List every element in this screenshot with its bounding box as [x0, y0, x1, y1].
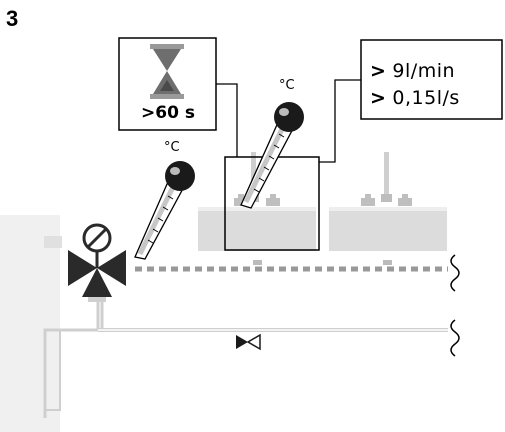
break-mark-bottom — [450, 319, 460, 357]
flow-rate-line-1: >9l/min — [370, 60, 455, 82]
thermometer-right-icon — [240, 102, 304, 209]
flow-value-2: 0,15l/s — [392, 87, 460, 109]
check-valve-icon — [236, 333, 261, 351]
temp-unit-left: °C — [164, 140, 180, 155]
thermometer-left-icon — [134, 161, 195, 260]
time-label: >60 s — [141, 103, 195, 123]
flow-marker-1: > — [370, 60, 387, 82]
mixing-valve-icon — [68, 223, 126, 302]
break-mark-top — [450, 254, 460, 292]
step-number: 3 — [6, 6, 19, 31]
hourglass-icon — [150, 44, 184, 99]
sink-basin-1 — [198, 152, 316, 251]
connector-2 — [383, 260, 392, 265]
flow-callout-box — [360, 39, 503, 120]
temp-unit-right: °C — [279, 78, 295, 93]
sink-basin-2 — [329, 152, 447, 251]
wall-bracket — [44, 236, 62, 248]
wall-panel — [0, 215, 60, 432]
connector-1 — [253, 260, 262, 265]
flow-rate-line-2: >0,15l/s — [370, 87, 460, 109]
flow-value-1: 9l/min — [392, 60, 456, 82]
flow-callout-leader — [319, 79, 361, 163]
pipe-network — [43, 300, 448, 418]
time-callout-leader — [216, 83, 238, 157]
flow-marker-2: > — [370, 87, 387, 109]
